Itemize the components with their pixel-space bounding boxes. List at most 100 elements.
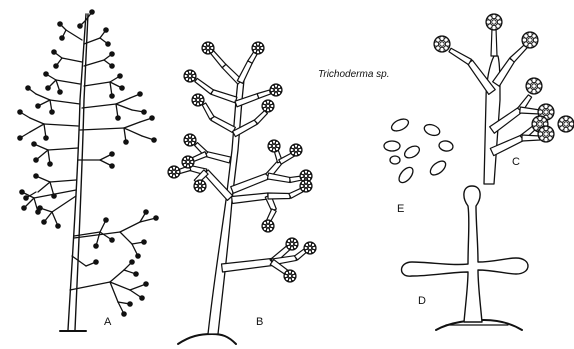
conidial-head (43, 135, 49, 141)
conidial-head (77, 23, 83, 29)
conidial-head (93, 259, 99, 265)
conidium (390, 117, 411, 134)
panel-b-conidiophore (168, 42, 316, 344)
conidial-head (151, 137, 157, 143)
conidial-head (109, 163, 115, 169)
conidial-ball (522, 32, 538, 48)
hypha-branch (70, 282, 110, 290)
conidial-head (143, 209, 149, 215)
conidial-ball (270, 84, 282, 96)
hypha-segment (232, 193, 269, 203)
conidial-ball (284, 270, 296, 282)
hypha-segment (491, 28, 497, 56)
conidial-ball (526, 78, 542, 94)
hypha-segment (267, 173, 290, 182)
conidial-head (89, 9, 95, 15)
conidial-head (31, 141, 37, 147)
conidial-head (109, 151, 115, 157)
hypha-segment (254, 111, 267, 124)
panel-a-conidiophore (17, 9, 159, 331)
conidial-head (115, 115, 121, 121)
conidial-head (23, 195, 29, 201)
conidial-head (143, 281, 149, 287)
conidial-head (17, 109, 23, 115)
hypha-branch (82, 104, 116, 108)
hypha-branch (116, 98, 130, 104)
panel-e-label: E (397, 203, 404, 215)
conidial-head (41, 219, 47, 225)
hypha-branch (116, 104, 132, 110)
conidial-head (17, 135, 23, 141)
conidial-head (57, 89, 63, 95)
figure-title: Trichoderma sp. (318, 69, 390, 80)
conidial-ball (182, 156, 194, 168)
hypha-branch (48, 148, 78, 150)
hypha-segment (231, 173, 269, 193)
conidial-head (43, 71, 49, 77)
conidial-ball (202, 42, 214, 54)
conidium (428, 158, 448, 177)
hypha-branch (50, 180, 76, 182)
conidial-head (45, 85, 51, 91)
conidial-head (119, 85, 125, 91)
conidial-head (25, 85, 31, 91)
conidial-ball (538, 126, 554, 142)
hypha-segment (205, 152, 230, 163)
panel-d-germination (402, 186, 529, 330)
hypha-segment (211, 90, 237, 103)
conidial-ball (300, 180, 312, 192)
conidial-head (103, 217, 109, 223)
panel-e-conidia (384, 117, 454, 185)
conidial-head (117, 73, 123, 79)
conidial-head (47, 161, 53, 167)
hypha-branch (56, 80, 80, 84)
panel-c-phialides (434, 14, 574, 184)
conidial-head (153, 215, 159, 221)
conidial-ball (192, 94, 204, 106)
conidium (423, 123, 441, 138)
hypha-segment (449, 48, 472, 64)
conidial-head (137, 91, 143, 97)
hypha-branch (62, 58, 82, 62)
conidial-ball (168, 166, 180, 178)
conidial-head (51, 49, 57, 55)
hypha-segment (510, 45, 528, 63)
conidium (396, 165, 415, 185)
hypha-branch (52, 196, 76, 212)
conidial-ball (268, 140, 280, 152)
conidial-head (33, 157, 39, 163)
conidial-head (109, 237, 115, 243)
panel-a-label: A (104, 316, 112, 328)
conidial-head (141, 239, 147, 245)
conidial-head (129, 259, 135, 265)
conidial-ball (252, 42, 264, 54)
conidial-ball (184, 134, 196, 146)
conidial-ball (304, 242, 316, 254)
panel-b-label: B (256, 316, 263, 328)
conidial-head (139, 295, 145, 301)
conidial-ball (262, 220, 274, 232)
hypha-branch (44, 124, 78, 126)
conidial-head (51, 193, 57, 199)
hypha-segment (520, 107, 540, 114)
conidial-head (49, 109, 55, 115)
conidial-ball (290, 144, 302, 156)
conidial-ball (194, 180, 206, 192)
hypha-branch (30, 124, 44, 132)
conidium (438, 140, 454, 152)
hypha-segment (195, 78, 214, 94)
conidial-head (35, 103, 41, 109)
conidial-head (135, 253, 141, 259)
conidial-head (37, 205, 43, 211)
hypha-segment (522, 135, 540, 141)
conidial-head (55, 223, 61, 229)
conidial-head (149, 115, 155, 121)
conidial-ball (558, 116, 574, 132)
conidial-head (103, 27, 109, 33)
conidial-head (105, 41, 111, 47)
conidial-head (127, 301, 133, 307)
conidial-head (19, 189, 25, 195)
hypha-segment (222, 259, 273, 272)
conidial-ball (486, 14, 502, 30)
conidial-ball (286, 238, 298, 250)
